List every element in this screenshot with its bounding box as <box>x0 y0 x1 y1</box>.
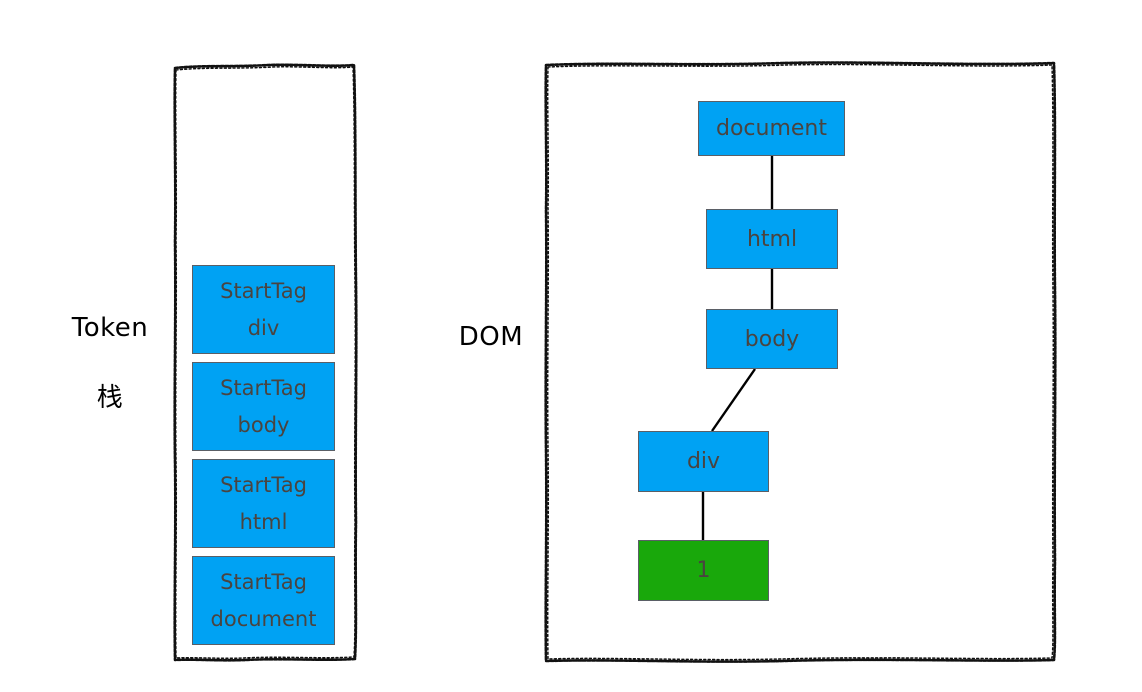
dom-node-document[interactable]: document <box>698 101 845 156</box>
dom-panel-border <box>544 61 1057 663</box>
dom-tree-panel <box>543 60 1058 664</box>
dom-label-text: DOM <box>458 322 524 353</box>
token-item-starttag-div[interactable]: StartTag div <box>192 265 335 354</box>
token-item-line2: html <box>239 509 288 534</box>
token-item-line1: StartTag <box>220 375 307 400</box>
dom-label: DOM <box>436 285 546 355</box>
dom-node-html[interactable]: html <box>706 209 838 269</box>
token-label-line2: 栈 <box>96 383 124 414</box>
dom-node-text-1[interactable]: 1 <box>638 540 769 601</box>
token-item-line1: StartTag <box>220 472 307 497</box>
token-stack-label: Token 栈 <box>54 276 166 416</box>
dom-node-body[interactable]: body <box>706 309 838 369</box>
token-item-line1: StartTag <box>220 278 307 303</box>
dom-node-label: body <box>744 326 800 352</box>
token-label-line1: Token <box>71 313 149 344</box>
token-stack-panel <box>172 62 358 663</box>
token-item-starttag-document[interactable]: StartTag document <box>192 556 335 645</box>
token-item-line2: body <box>237 412 290 437</box>
dom-node-label: document <box>716 116 827 141</box>
token-item-starttag-body[interactable]: StartTag body <box>192 362 335 451</box>
token-item-starttag-html[interactable]: StartTag html <box>192 459 335 548</box>
dom-node-label: div <box>686 449 721 474</box>
dom-node-label: html <box>746 226 798 252</box>
token-item-line2: document <box>210 606 317 631</box>
dom-node-div[interactable]: div <box>638 431 769 492</box>
token-item-line1: StartTag <box>220 569 307 594</box>
token-item-line2: div <box>247 315 280 340</box>
token-panel-border <box>173 63 358 662</box>
dom-node-label: 1 <box>696 558 711 583</box>
